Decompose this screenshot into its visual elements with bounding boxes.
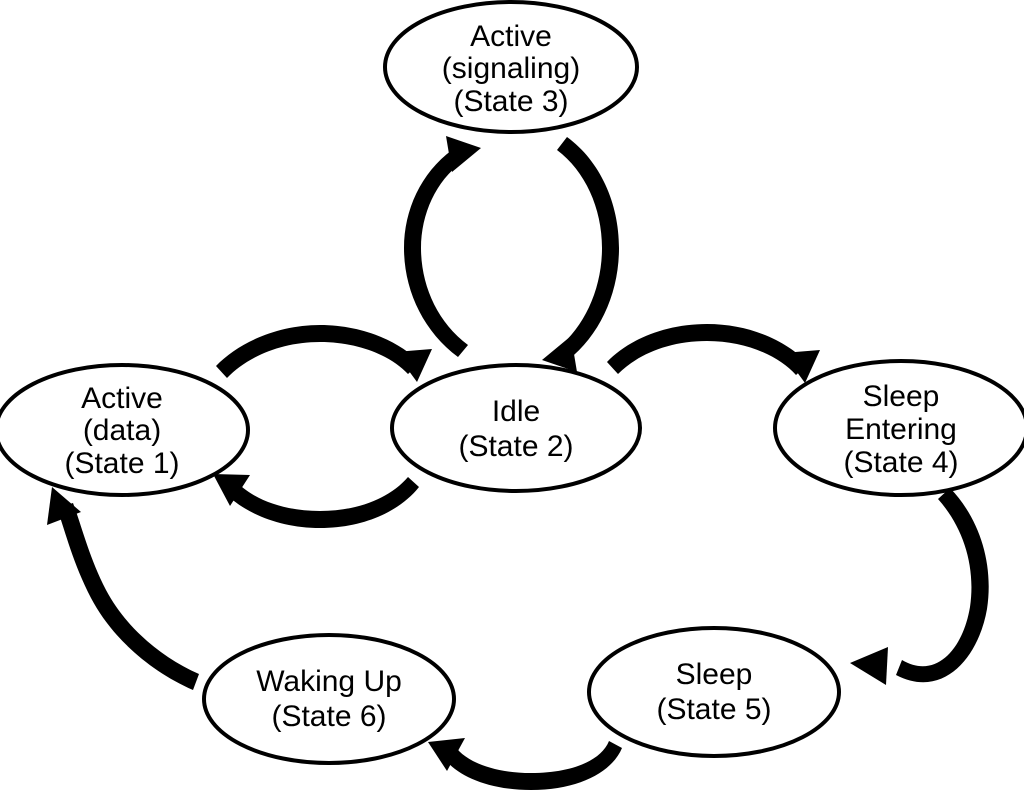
node-active-signaling-line2: (signaling) bbox=[442, 52, 580, 85]
node-idle-line1: Idle bbox=[492, 395, 540, 428]
edge-waking-up-to-active-data bbox=[47, 487, 199, 690]
node-waking-up-line1: Waking Up bbox=[256, 665, 402, 698]
node-sleep-shape[interactable] bbox=[587, 626, 841, 758]
edge-idle-to-active-signaling bbox=[404, 136, 481, 357]
edge-active-data-to-idle bbox=[216, 325, 432, 382]
node-idle-line2: (State 2) bbox=[458, 430, 573, 463]
node-active-data-line3: (State 1) bbox=[64, 447, 179, 480]
edge-sleep-to-waking-up bbox=[428, 738, 622, 790]
node-waking-up[interactable]: Waking Up (State 6) bbox=[202, 633, 456, 765]
node-active-data[interactable]: Active (data) (State 1) bbox=[0, 363, 250, 497]
node-active-signaling-line1: Active bbox=[470, 20, 552, 53]
node-idle-shape[interactable] bbox=[390, 363, 642, 493]
node-sleep-line2: (State 5) bbox=[656, 693, 771, 726]
node-active-data-line1: Active bbox=[81, 382, 163, 415]
node-active-signaling-line3: (State 3) bbox=[453, 85, 568, 118]
node-waking-up-line2: (State 6) bbox=[271, 700, 386, 733]
edge-idle-to-active-data bbox=[213, 474, 419, 528]
edge-sleep-entering-to-sleep bbox=[850, 488, 989, 685]
edge-active-signaling-to-idle bbox=[542, 137, 619, 372]
node-sleep-entering-line3: (State 4) bbox=[843, 446, 958, 479]
edge-idle-to-sleep-entering bbox=[607, 324, 820, 383]
node-sleep-entering-line2: Entering bbox=[845, 413, 957, 446]
node-sleep-entering-shape[interactable] bbox=[773, 359, 1024, 497]
node-sleep[interactable]: Sleep (State 5) bbox=[587, 626, 841, 758]
node-active-data-shape[interactable] bbox=[0, 363, 250, 497]
node-active-data-line2: (data) bbox=[83, 414, 161, 447]
node-idle[interactable]: Idle (State 2) bbox=[390, 363, 642, 493]
node-active-signaling[interactable]: Active (signaling) (State 3) bbox=[383, 0, 639, 134]
node-sleep-entering-line1: Sleep bbox=[863, 380, 940, 413]
node-sleep-line1: Sleep bbox=[676, 658, 753, 691]
node-sleep-entering[interactable]: Sleep Entering (State 4) bbox=[773, 359, 1024, 497]
node-active-signaling-shape[interactable] bbox=[383, 0, 639, 134]
node-waking-up-shape[interactable] bbox=[202, 633, 456, 765]
